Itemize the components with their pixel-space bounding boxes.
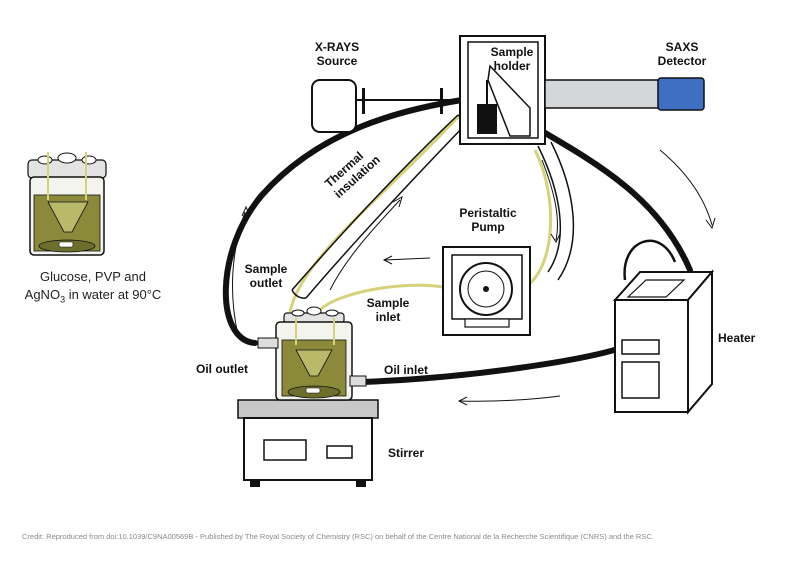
inset-caption: Glucose, PVP and AgNO3 in water at 90°C bbox=[8, 268, 178, 309]
saxs-detector bbox=[544, 77, 705, 111]
arrow-heater-down bbox=[659, 149, 713, 226]
heater bbox=[612, 269, 715, 415]
thermal-insulation-sleeve bbox=[291, 114, 467, 299]
stirrer bbox=[237, 399, 379, 487]
oil-tube-holder-to-heater bbox=[537, 127, 693, 273]
inset-vessel bbox=[27, 152, 107, 256]
arrow-oil-up-left bbox=[231, 211, 246, 336]
peristaltic-pump bbox=[442, 246, 531, 336]
sample-tube-inlet-1 bbox=[318, 283, 456, 312]
credit-line: Credit: Reproduced from doi:10.1039/C9NA… bbox=[22, 532, 654, 541]
arrow-sample-up bbox=[329, 199, 401, 291]
flow-arrows bbox=[231, 149, 716, 406]
label-heater: Heater bbox=[718, 331, 756, 345]
inset-caption-line-2: AgNO3 in water at 90°C bbox=[24, 287, 162, 305]
arrow-sample-down bbox=[541, 159, 558, 241]
oil-circuit bbox=[222, 97, 693, 385]
arrow-oil-inlet-left bbox=[459, 395, 561, 402]
holder-block bbox=[477, 104, 497, 134]
label-stirrer: Stirrer bbox=[388, 446, 425, 460]
heater-loop bbox=[623, 239, 677, 281]
detector-head bbox=[657, 77, 705, 111]
reactor-vessel bbox=[257, 306, 367, 401]
label-oil-inlet: Oil inlet bbox=[384, 363, 429, 377]
oil-tube-outlet-to-holder bbox=[222, 97, 465, 346]
oil-tube-heater-to-inlet bbox=[359, 342, 633, 385]
sample-tube-inlet-2 bbox=[519, 149, 553, 292]
xray-source bbox=[311, 79, 460, 133]
sample-holder bbox=[459, 35, 546, 145]
inset-caption-line-1: Glucose, PVP and bbox=[40, 269, 146, 284]
arrow-pump-to-inlet bbox=[384, 257, 431, 261]
insulation-sleeve-pump bbox=[537, 141, 575, 281]
label-oil-outlet: Oil outlet bbox=[196, 362, 248, 376]
